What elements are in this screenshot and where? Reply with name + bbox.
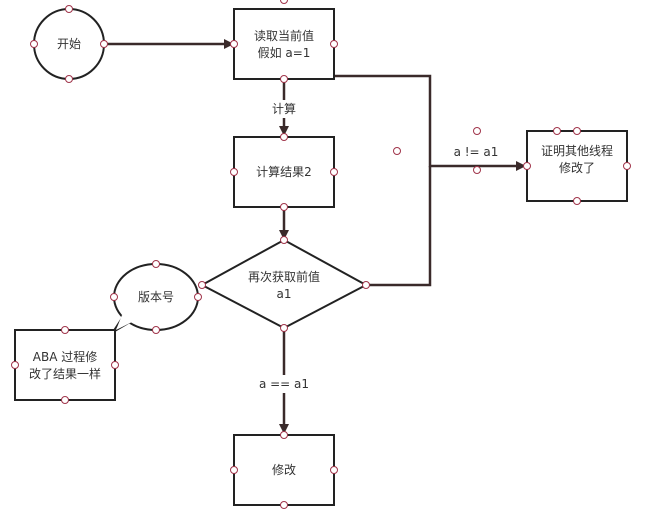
edge-equal-label: a == a1: [259, 377, 309, 391]
handle-start-top[interactable]: [65, 5, 73, 13]
edge-decision-to-merge[interactable]: [366, 166, 432, 287]
connection-handles: [11, 0, 631, 509]
handle-label-right[interactable]: [553, 127, 561, 135]
handle-label-bottom[interactable]: [473, 166, 481, 174]
node-version-bubble[interactable]: 版本号: [113, 263, 199, 331]
edge-compute-label: 计算: [272, 101, 296, 116]
node-modified-label-line2: 修改了: [559, 160, 595, 175]
node-aba-note[interactable]: ABA 过程修 改了结果一样: [14, 329, 116, 401]
node-modify-label: 修改: [272, 462, 296, 477]
node-aba-label-line2: 改了结果一样: [29, 366, 101, 381]
handle-modify-left[interactable]: [230, 466, 238, 474]
node-aba-label-line1: ABA 过程修: [33, 349, 97, 364]
handle-compute-right[interactable]: [330, 168, 338, 176]
node-decision-label-line2: a1: [277, 287, 292, 301]
handle-modify-bottom[interactable]: [280, 501, 288, 509]
node-start[interactable]: 开始: [33, 8, 105, 80]
handle-compute-left[interactable]: [230, 168, 238, 176]
handle-version-left[interactable]: [110, 293, 118, 301]
handle-modified-right[interactable]: [623, 162, 631, 170]
node-modified-label-line1: 证明其他线程: [541, 143, 613, 158]
node-compute-label: 计算结果2: [256, 164, 312, 179]
handle-decision-left[interactable]: [198, 281, 206, 289]
handle-read-left[interactable]: [230, 40, 238, 48]
handle-modified-left[interactable]: [523, 162, 531, 170]
handle-start-left[interactable]: [30, 40, 38, 48]
handle-aba-bottom[interactable]: [61, 396, 69, 404]
handle-aba-right[interactable]: [111, 361, 119, 369]
handle-read-right[interactable]: [330, 40, 338, 48]
edge-not-equal-label: a != a1: [454, 145, 499, 159]
handle-modified-bottom[interactable]: [573, 197, 581, 205]
handle-start-bottom[interactable]: [65, 75, 73, 83]
handle-version-top[interactable]: [152, 260, 160, 268]
handle-modified-top[interactable]: [573, 127, 581, 135]
handle-decision-top[interactable]: [280, 236, 288, 244]
handle-version-right[interactable]: [194, 293, 202, 301]
handle-read-bottom[interactable]: [280, 75, 288, 83]
handle-version-bottom[interactable]: [152, 326, 160, 334]
node-decision[interactable]: 再次获取前值 a1: [199, 238, 369, 330]
node-compute[interactable]: 计算结果2: [233, 136, 335, 208]
node-read-value[interactable]: 读取当前值 假如 a=1: [233, 8, 335, 80]
node-decision-label-line1: 再次获取前值: [248, 269, 320, 284]
handle-read-top[interactable]: [280, 0, 288, 4]
node-modified-by-other[interactable]: 证明其他线程 修改了: [526, 130, 628, 202]
handle-aba-left[interactable]: [11, 361, 19, 369]
handle-label-top[interactable]: [473, 127, 481, 135]
node-start-label: 开始: [57, 37, 81, 51]
handle-aba-top[interactable]: [61, 326, 69, 334]
node-modify[interactable]: 修改: [233, 434, 335, 506]
handle-decision-right[interactable]: [362, 281, 370, 289]
node-version-label: 版本号: [138, 290, 174, 304]
handle-start-right[interactable]: [100, 40, 108, 48]
handle-label-left[interactable]: [393, 147, 401, 155]
connectors: [104, 39, 526, 434]
handle-modify-right[interactable]: [330, 466, 338, 474]
handle-compute-top[interactable]: [280, 133, 288, 141]
node-read-label-line1: 读取当前值: [254, 28, 314, 43]
node-read-label-line2: 假如 a=1: [258, 45, 311, 60]
handle-decision-bottom[interactable]: [280, 324, 288, 332]
handle-compute-bottom[interactable]: [280, 203, 288, 211]
handle-modify-top[interactable]: [280, 431, 288, 439]
